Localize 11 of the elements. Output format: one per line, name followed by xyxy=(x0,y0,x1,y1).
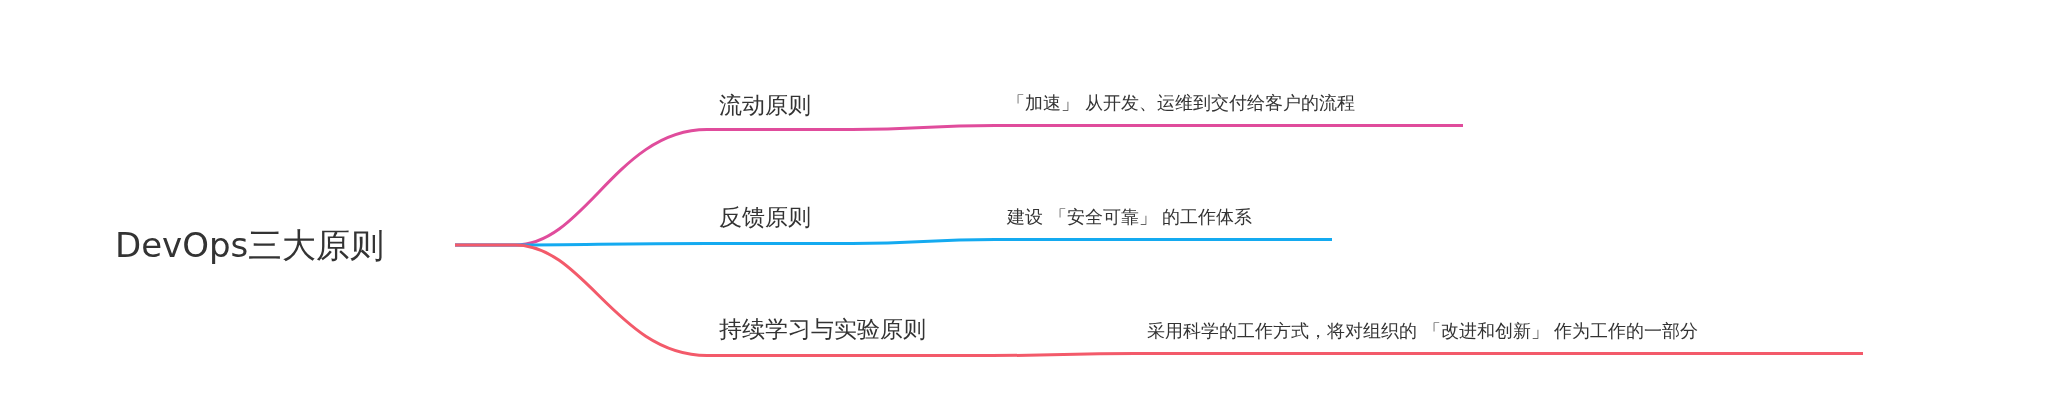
branch-connector xyxy=(852,124,995,131)
topic-text: 持续学习与实验原则 xyxy=(719,316,926,344)
subtopic-text: 采用科学的工作方式，将对组织的 「改进和创新」 作为工作的一部分 xyxy=(1147,320,1699,342)
branch-connector xyxy=(852,238,995,245)
branch-connector xyxy=(992,352,1135,357)
topic-text: DevOps三大原则 xyxy=(115,225,385,266)
topic-text: 反馈原则 xyxy=(719,204,811,232)
subtopic-text: 「加速」 从开发、运维到交付给客户的流程 xyxy=(1007,92,1355,114)
branch-connector xyxy=(455,243,708,357)
topic-text: 流动原则 xyxy=(719,92,811,120)
subtopic-text: 建设 「安全可靠」 的工作体系 xyxy=(1007,206,1253,228)
